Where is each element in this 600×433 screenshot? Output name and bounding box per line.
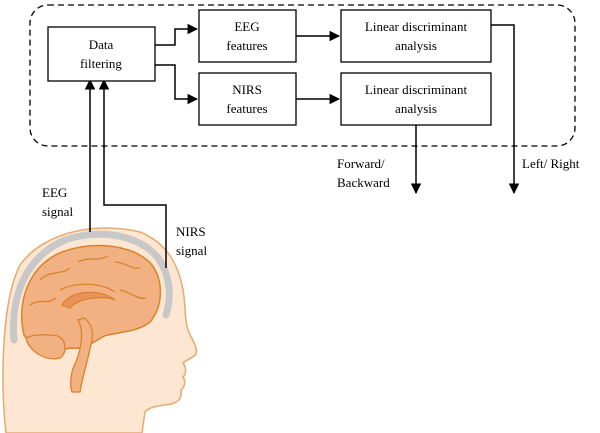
forward-label-2: Backward <box>337 175 390 190</box>
eeg-signal-label-1: EEG <box>42 185 67 200</box>
nirs-signal-arrow <box>98 78 167 268</box>
lda-top-block <box>340 9 492 63</box>
filter-to-eeg-arrow <box>155 23 199 46</box>
lda-bottom-label-1: Linear discriminant <box>365 82 468 97</box>
eeg-signal-label-2: signal <box>42 204 73 219</box>
brain-stem <box>70 317 94 393</box>
lda-top-label-2: analysis <box>395 38 437 53</box>
lda-bottom-label-2: analysis <box>395 101 437 116</box>
nirs-features-label-1: NIRS <box>232 82 262 97</box>
left-right-label: Left/ Right <box>522 156 580 171</box>
cerebellum <box>25 334 66 360</box>
forward-label-1: Forward/ <box>337 156 385 171</box>
nirs-signal-label-1: NIRS <box>176 224 206 239</box>
lda-bottom-block <box>340 72 492 126</box>
nirs-signal-label-2: signal <box>176 243 207 258</box>
eeg-features-label-1: EEG <box>234 19 259 34</box>
corpus-callosum <box>61 291 116 309</box>
left-right-output-arrow <box>491 24 520 195</box>
skull-outline <box>9 230 173 344</box>
head-illustration <box>2 227 198 433</box>
filter-to-nirs-arrow <box>155 64 199 105</box>
data-filtering-label-1: Data <box>89 37 114 52</box>
brain-folds <box>29 255 147 306</box>
processing-region <box>29 4 576 147</box>
nirs-features-label-2: features <box>226 101 267 116</box>
eeg-features-block <box>198 9 297 63</box>
nirs-features-block <box>198 72 297 126</box>
eeg-features-label-2: features <box>226 38 267 53</box>
data-filtering-block <box>47 26 156 82</box>
lda-top-label-1: Linear discriminant <box>365 19 468 34</box>
data-filtering-label-2: filtering <box>80 56 122 71</box>
